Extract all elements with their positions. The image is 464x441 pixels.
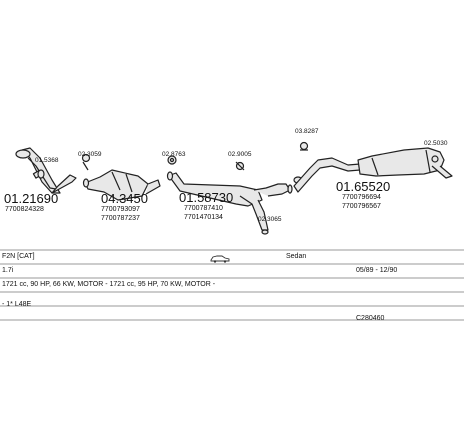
engine-power: 1721 cc, 90 HP, 66 KW, MOTOR - 1721 cc, …: [2, 281, 216, 288]
intermediate-pipe-part: [166, 171, 293, 235]
part-reference: 7701470134: [184, 214, 223, 221]
production-dates: 05/89 - 12/90: [356, 267, 398, 274]
exhaust-parts-drawing: [15, 141, 453, 235]
part-number-small: 02.9005: [228, 151, 252, 158]
rear-silencer-part: [293, 147, 453, 193]
part-number-main: 01.21690: [4, 191, 59, 206]
part-number-main: 04.3450: [101, 191, 148, 206]
catalyst-seal-part: [81, 153, 91, 171]
rear-mount-part: [299, 141, 309, 151]
part-number-small: 02.5030: [424, 140, 448, 147]
info-table-lines: [0, 249, 464, 321]
engine-code: F2N [CAT]: [2, 253, 35, 260]
part-number-small: 02.3065: [258, 216, 282, 223]
part-number-small: 02.8763: [162, 151, 186, 158]
middle-clamp-part: [167, 155, 177, 165]
part-reference: 7700796567: [342, 203, 381, 210]
part-number-main: 01.65520: [336, 179, 391, 194]
engine-displacement: 1.7i: [2, 267, 14, 274]
tail-hanger-part: [431, 155, 439, 163]
part-reference: 7700824328: [5, 206, 44, 213]
catalog-code: C280460: [356, 315, 385, 322]
middle-hanger-part: [235, 161, 245, 171]
car-icon: [210, 255, 230, 263]
part-number-main: 01.58730: [179, 190, 234, 205]
catalytic-converter-part: [82, 169, 161, 201]
part-reference: 7700787237: [101, 215, 140, 222]
part-number-small: 01.5368: [35, 157, 59, 164]
part-number-small: 03.8287: [295, 128, 319, 135]
front-downpipe-part: [15, 147, 77, 194]
part-reference: 7700787410: [184, 205, 223, 212]
part-number-small: 02.3059: [78, 151, 102, 158]
part-reference: 7700796694: [342, 194, 381, 201]
fitment-note: - 1* L48E: [2, 301, 32, 308]
front-gasket-part: [37, 169, 45, 179]
body-type: Sedan: [286, 253, 307, 260]
part-reference: 7700793097: [101, 206, 140, 213]
